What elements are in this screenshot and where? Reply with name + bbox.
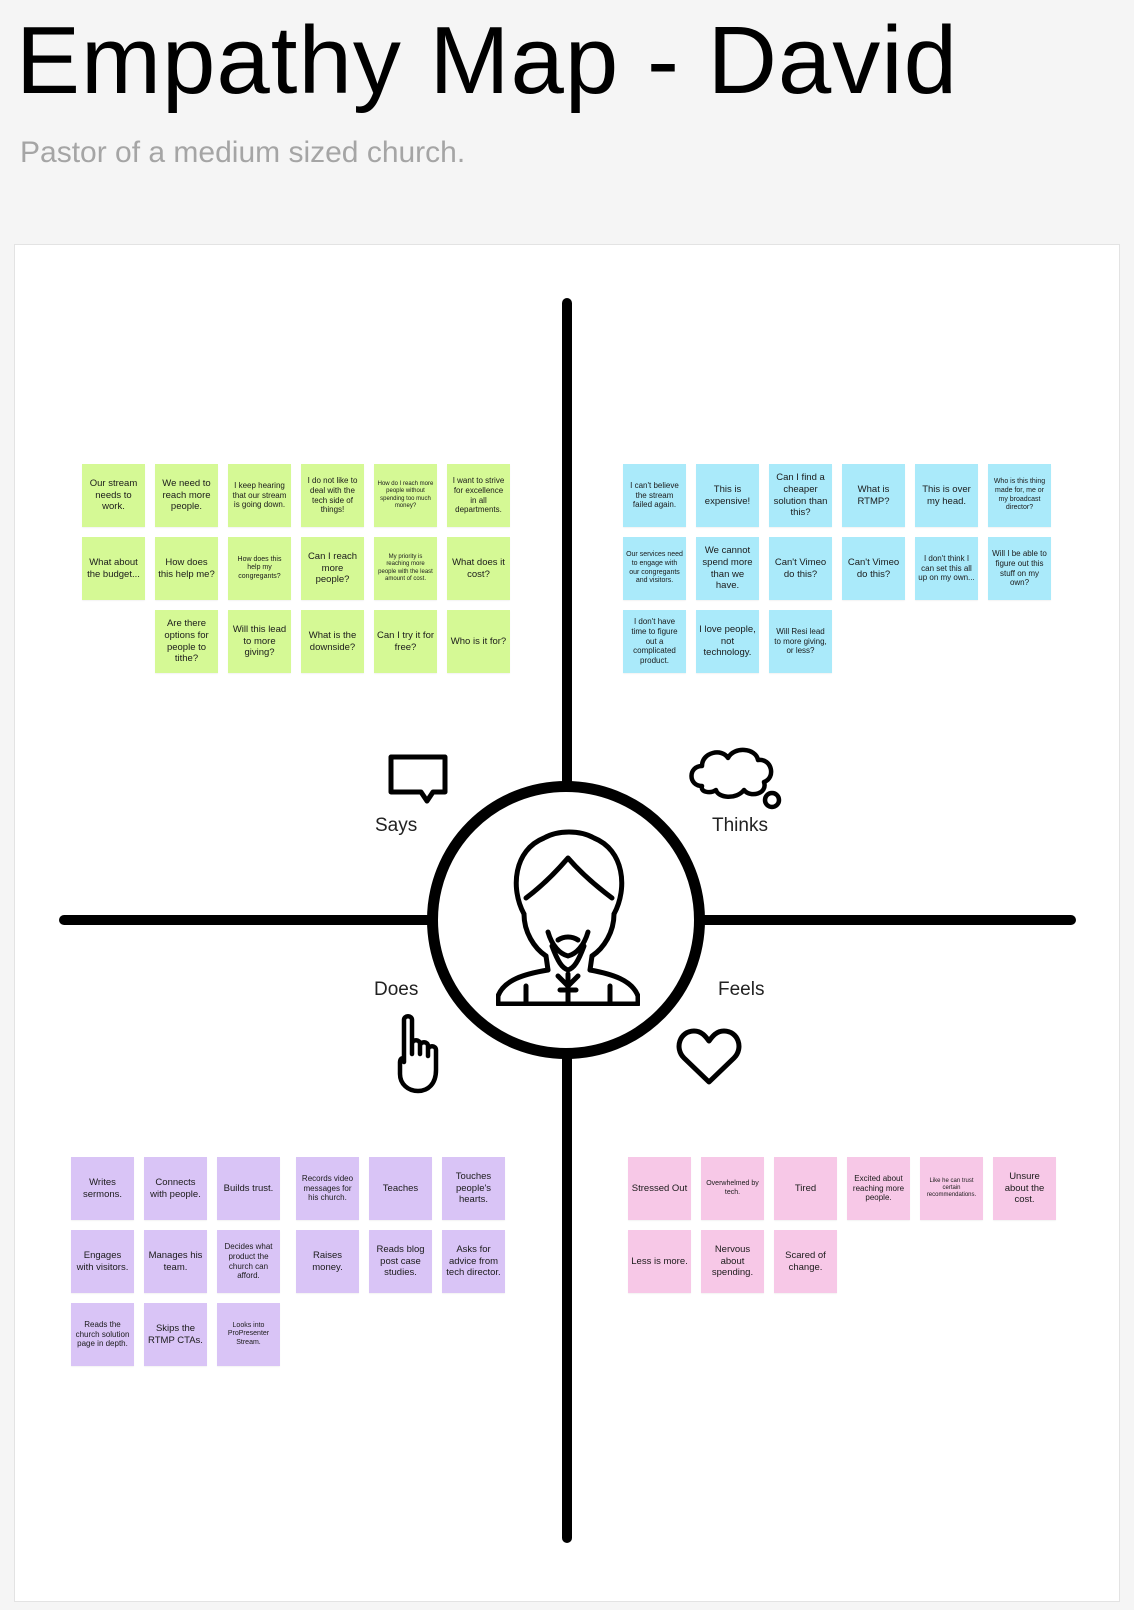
- sticky-note: Excited about reaching more people.: [847, 1157, 910, 1220]
- sticky-note: Can I reach more people?: [301, 537, 364, 600]
- sticky-note: I can't believe the stream failed again.: [623, 464, 686, 527]
- sticky-note: How does this help my congregants?: [228, 537, 291, 600]
- sticky-note: Raises money.: [296, 1230, 359, 1293]
- sticky-note: Connects with people.: [144, 1157, 207, 1220]
- sticky-note: Like he can trust certain recommendation…: [920, 1157, 983, 1220]
- feels-label: Feels: [718, 979, 765, 1000]
- says-label: Says: [375, 815, 418, 836]
- sticky-note: This is expensive!: [696, 464, 759, 527]
- sticky-note: Less is more.: [628, 1230, 691, 1293]
- sticky-note: Touches people's hearts.: [442, 1157, 505, 1220]
- sticky-note: Overwhelmed by tech.: [701, 1157, 764, 1220]
- sticky-note: What is the downside?: [301, 610, 364, 673]
- sticky-note: What is RTMP?: [842, 464, 905, 527]
- sticky-note: Engages with visitors.: [71, 1230, 134, 1293]
- heart-icon: [676, 1028, 742, 1085]
- sticky-note: Records video messages for his church.: [296, 1157, 359, 1220]
- sticky-note: Builds trust.: [217, 1157, 280, 1220]
- sticky-note: What about the budget...: [82, 537, 145, 600]
- sticky-note: I don't think I can set this all up on m…: [915, 537, 978, 600]
- sticky-note: We cannot spend more than we have.: [696, 537, 759, 600]
- sticky-note: Reads the church solution page in depth.: [71, 1303, 134, 1366]
- page-subtitle: Pastor of a medium sized church.: [20, 136, 466, 169]
- horizontal-axis-right: [694, 915, 1076, 925]
- sticky-note: Can I find a cheaper solution than this?: [769, 464, 832, 527]
- sticky-note: Teaches: [369, 1157, 432, 1220]
- center-circle: [427, 781, 705, 1059]
- thinks-label: Thinks: [712, 815, 768, 836]
- sticky-note: Our services need to engage with our con…: [623, 537, 686, 600]
- sticky-note: Decides what product the church can affo…: [217, 1230, 280, 1293]
- sticky-note: Writes sermons.: [71, 1157, 134, 1220]
- sticky-note: Our stream needs to work.: [82, 464, 145, 527]
- sticky-note: Who is it for?: [447, 610, 510, 673]
- pointing-hand-icon: [397, 1014, 439, 1094]
- sticky-note: Unsure about the cost.: [993, 1157, 1056, 1220]
- page-title: Empathy Map - David: [16, 7, 959, 114]
- sticky-note: Manages his team.: [144, 1230, 207, 1293]
- sticky-note: I love people, not technology.: [696, 610, 759, 673]
- sticky-note: Are there options for people to tithe?: [155, 610, 218, 673]
- sticky-note: I don't have time to figure out a compli…: [623, 610, 686, 673]
- thought-cloud-icon: [689, 747, 782, 810]
- sticky-note: I do not like to deal with the tech side…: [301, 464, 364, 527]
- sticky-note: How does this help me?: [155, 537, 218, 600]
- sticky-note: Will Resi lead to more giving, or less?: [769, 610, 832, 673]
- does-label: Does: [374, 979, 419, 1000]
- sticky-note: Who is this thing made for, me or my bro…: [988, 464, 1051, 527]
- sticky-note: Can't Vimeo do this?: [769, 537, 832, 600]
- sticky-note: Looks into ProPresenter Stream.: [217, 1303, 280, 1366]
- sticky-note: Nervous about spending.: [701, 1230, 764, 1293]
- sticky-note: I want to strive for excellence in all d…: [447, 464, 510, 527]
- sticky-note: Reads blog post case studies.: [369, 1230, 432, 1293]
- sticky-note: Scared of change.: [774, 1230, 837, 1293]
- pastor-avatar-icon: [496, 829, 640, 1006]
- sticky-note: Stressed Out: [628, 1157, 691, 1220]
- sticky-note: My priority is reaching more people with…: [374, 537, 437, 600]
- sticky-note: Tired: [774, 1157, 837, 1220]
- sticky-note: Can't Vimeo do this?: [842, 537, 905, 600]
- sticky-note: Will this lead to more giving?: [228, 610, 291, 673]
- vertical-axis-top: [562, 298, 572, 793]
- horizontal-axis-left: [59, 915, 439, 925]
- sticky-note: What does it cost?: [447, 537, 510, 600]
- sticky-note: How do I reach more people without spend…: [374, 464, 437, 527]
- sticky-note: Can I try it for free?: [374, 610, 437, 673]
- sticky-note: Asks for advice from tech director.: [442, 1230, 505, 1293]
- speech-bubble-icon: [388, 754, 448, 804]
- sticky-note: Will I be able to figure out this stuff …: [988, 537, 1051, 600]
- sticky-note: I keep hearing that our stream is going …: [228, 464, 291, 527]
- vertical-axis-bottom: [562, 1048, 572, 1543]
- sticky-note: Skips the RTMP CTAs.: [144, 1303, 207, 1366]
- sticky-note: We need to reach more people.: [155, 464, 218, 527]
- sticky-note: This is over my head.: [915, 464, 978, 527]
